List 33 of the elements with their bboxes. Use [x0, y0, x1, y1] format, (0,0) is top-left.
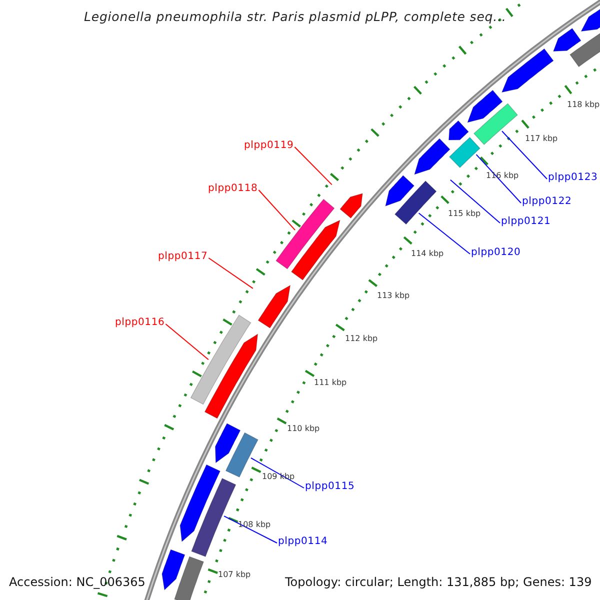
tick-label: 118 kbp — [567, 101, 600, 109]
tick-label: 107 kbp — [218, 571, 251, 579]
gene-label: plpp0117 — [158, 252, 208, 262]
tick-label: 111 kbp — [314, 379, 347, 387]
tick-label: 113 kbp — [377, 292, 410, 300]
leader-line — [294, 146, 332, 186]
leader-line — [165, 324, 209, 360]
leader-line — [502, 130, 548, 180]
leader-line — [208, 258, 254, 289]
gene-label: plpp0116 — [115, 318, 165, 328]
tick-label: 114 kbp — [411, 250, 444, 258]
leader-line — [224, 516, 278, 544]
leader-line — [476, 154, 522, 204]
gene-label: plpp0115 — [305, 482, 355, 492]
tick-label: 110 kbp — [287, 425, 320, 433]
gene-label: plpp0114 — [278, 537, 328, 547]
leader-line — [450, 179, 500, 224]
gene-label: plpp0119 — [244, 141, 294, 151]
gene-label: plpp0123 — [548, 173, 598, 183]
map-title: Legionella pneumophila str. Paris plasmid pLPP, complete seq... — [84, 11, 506, 24]
gene-label: plpp0121 — [501, 217, 551, 227]
tick-label: 108 kbp — [238, 521, 271, 529]
leader-line — [258, 190, 296, 231]
gene-label: plpp0120 — [471, 248, 521, 258]
tick-label: 117 kbp — [525, 135, 558, 143]
leader-line — [250, 457, 304, 488]
accession-text: Accession: NC_006365 — [9, 576, 146, 588]
tick-label: 112 kbp — [345, 335, 378, 343]
tick-label: 115 kbp — [448, 210, 481, 218]
gene-label: plpp0118 — [208, 184, 258, 194]
summary-text: Topology: circular; Length: 131,885 bp; Genes: 139 — [285, 576, 592, 588]
leader-line — [418, 212, 470, 254]
gene-label: plpp0122 — [522, 197, 572, 207]
